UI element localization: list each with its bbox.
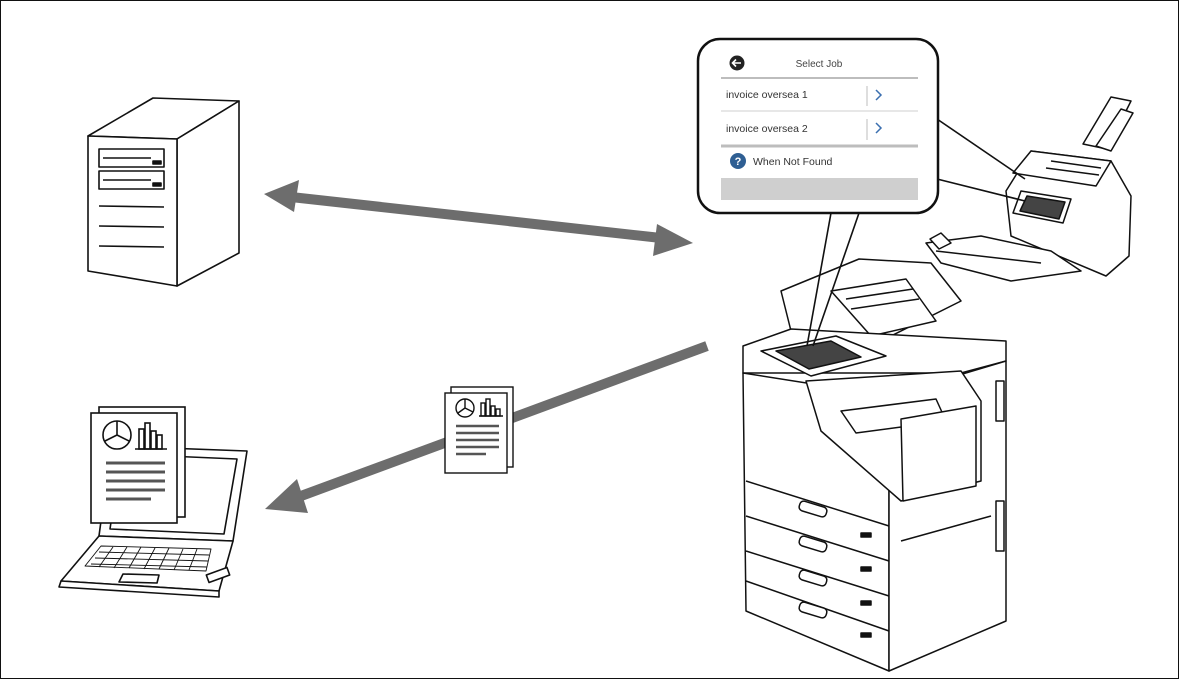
laptop-documents-icon [90,406,186,524]
bidirectional-arrow [264,180,693,256]
list-item[interactable]: invoice oversea 1 [726,86,883,106]
when-not-found-label: When Not Found [753,156,833,168]
callout-pointers [806,118,1026,347]
chevron-right-icon [875,122,883,134]
back-button[interactable] [729,55,745,71]
svg-text:?: ? [735,156,742,168]
panel-title: Select Job [796,59,843,70]
when-not-found-button[interactable]: ? When Not Found [730,153,833,169]
document-report-icon [444,386,514,474]
multifunction-printer-icon [742,258,1007,672]
document-scanner-icon [925,96,1134,282]
server-tower-icon [87,97,240,287]
chevron-right-icon [875,89,883,101]
list-item-label: invoice oversea 1 [726,89,808,101]
panel-footer-bar [721,178,918,200]
list-item[interactable]: invoice oversea 2 [726,119,883,140]
question-mark-icon [730,153,746,169]
select-job-panel: Select Job invoice oversea 1 invoice ove… [696,37,940,215]
list-item-label: invoice oversea 2 [726,123,808,135]
